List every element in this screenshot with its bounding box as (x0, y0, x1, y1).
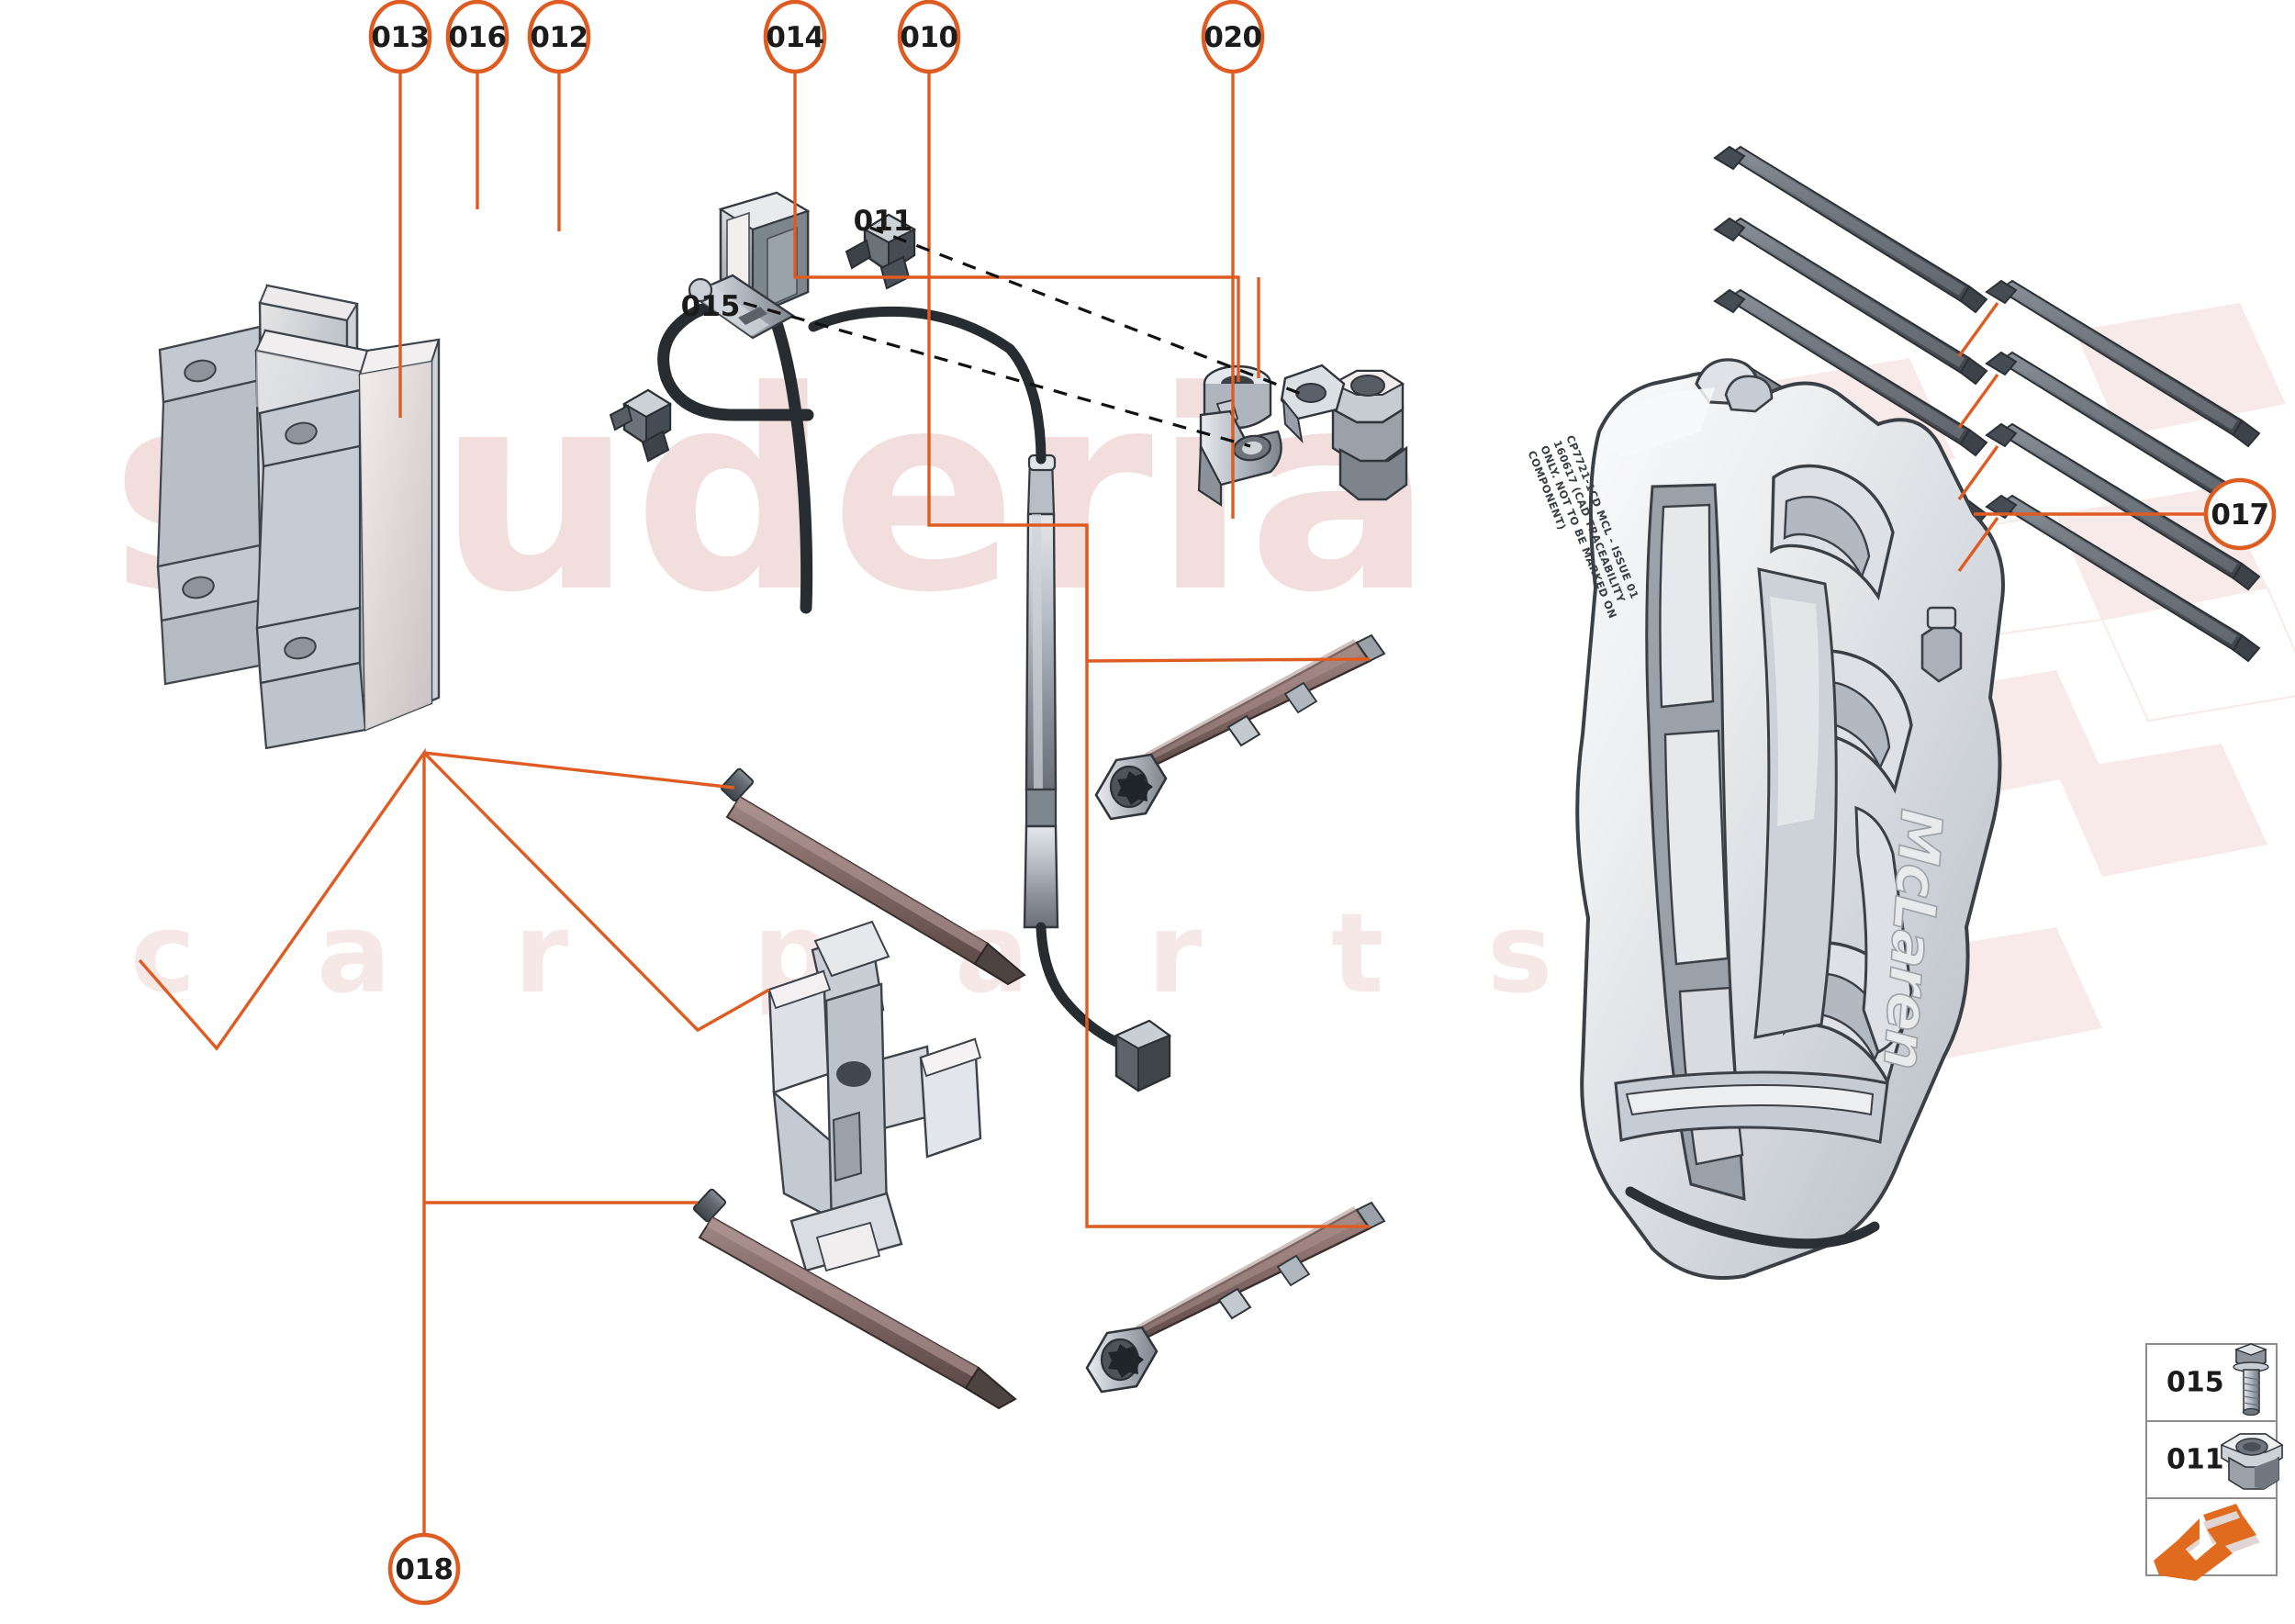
callout-bubble[interactable] (445, 0, 509, 74)
sensor-nut-011 (1280, 364, 1408, 501)
bridge-pin (1713, 145, 1988, 314)
bridge-pin (1713, 217, 1988, 386)
legend-row-011[interactable]: 011 (2145, 1420, 2284, 1499)
orange-arrow-icon (2154, 1504, 2260, 1581)
svg-text:a: a (317, 890, 391, 1018)
svg-text:r: r (514, 890, 568, 1018)
sensor-bracket-015 (1197, 364, 1282, 508)
callout-bubble[interactable] (368, 0, 432, 74)
callout-013[interactable]: 013 (368, 0, 432, 74)
leader-014-a (793, 70, 1240, 382)
flange-nut-icon (2220, 1433, 2284, 1490)
callout-label: 017 (2211, 498, 2268, 532)
callout-014[interactable]: 014 (763, 0, 827, 74)
bridge-pin (1985, 422, 2261, 591)
callout-label: 013 (371, 21, 429, 54)
callout-label: 014 (766, 21, 823, 54)
inline-cable-clip (1114, 1019, 1172, 1092)
svg-text:t: t (1331, 890, 1383, 1018)
legend-row-label: 011 (2166, 1444, 2224, 1476)
label-015-text: 015 (681, 290, 741, 323)
flange-bolt-icon (2233, 1343, 2269, 1417)
bridge-pin (1985, 494, 2261, 663)
callout-label: 018 (395, 1553, 453, 1586)
caliper-bolt-lower-010 (1085, 1201, 1386, 1394)
callout-bubble[interactable] (763, 0, 827, 74)
brake-pad-wear-sensor (657, 191, 1172, 1092)
pin-link-ticks (1957, 302, 1999, 572)
bridge-pin (1713, 288, 1988, 457)
dash-leader-011 (869, 226, 1304, 397)
callout-bubble[interactable] (2203, 477, 2277, 551)
callout-label: 016 (448, 21, 506, 54)
callout-label: 012 (530, 21, 588, 54)
cable-clip-013 (609, 388, 672, 463)
svg-text:s: s (1487, 890, 1552, 1018)
callout-bubble[interactable] (1201, 0, 1265, 74)
legend-row-label: 015 (2166, 1367, 2224, 1399)
callout-020[interactable]: 020 (1201, 0, 1265, 74)
bridge-pin-group-020 (1713, 145, 2261, 663)
dash-leader-015 (743, 301, 1251, 448)
legend-row-015[interactable]: 015 (2145, 1343, 2278, 1422)
callout-bubble[interactable] (387, 1532, 461, 1606)
brake-pad-front (255, 338, 441, 750)
pad-guide-pin-lower (692, 1188, 1017, 1410)
leader-018-pin-upper (423, 751, 735, 790)
leader-018-spring (422, 751, 770, 1033)
callout-017[interactable]: 017 (2203, 477, 2277, 551)
svg-text:c: c (130, 890, 196, 1018)
callout-bubble[interactable] (897, 0, 961, 74)
callout-bubble[interactable] (527, 0, 591, 74)
callout-label: 020 (1203, 21, 1261, 54)
callout-010[interactable]: 010 (897, 0, 961, 74)
label-011: 011 (854, 205, 913, 238)
callout-label: 010 (900, 21, 957, 54)
caliper-bolt-upper-010 (1094, 633, 1386, 821)
svg-text:r: r (1148, 890, 1202, 1018)
bridge-pin (1985, 279, 2261, 448)
legend-row-direction[interactable] (2145, 1497, 2278, 1581)
callout-012[interactable]: 012 (527, 0, 591, 74)
callout-016[interactable]: 016 (445, 0, 509, 74)
pad-guide-pin-upper (720, 767, 1026, 986)
pad-retainer-spring (767, 920, 982, 1272)
label-015: 015 (681, 290, 741, 323)
label-011-text: 011 (854, 205, 913, 238)
leader-010-lower (1085, 525, 1370, 1228)
callout-018[interactable]: 018 (387, 1532, 461, 1606)
brake-caliper: CP7721-1CD MCL - ISSUE 01 160617 (CAD TR… (1525, 358, 2005, 1280)
leader-018-pads (138, 747, 426, 1536)
